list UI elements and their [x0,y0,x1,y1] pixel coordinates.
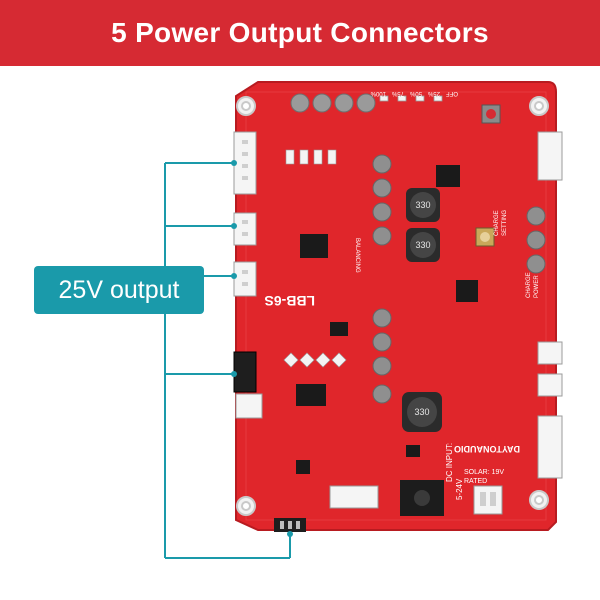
dc-barrel-jack [400,480,444,516]
svg-text:DC INPUT:: DC INPUT: [445,443,454,482]
title-banner: 5 Power Output Connectors [0,0,600,66]
svg-text:100%: 100% [370,90,386,96]
battery-level-leds [379,95,443,102]
svg-text:25%: 25% [427,90,440,96]
resistor-array [283,149,347,368]
pcb-board [235,81,557,531]
svg-text:75%: 75% [391,90,404,96]
bottom-connectors [274,485,379,532]
right-connectors [537,131,563,479]
svg-text:330: 330 [414,407,429,417]
voltage-callout: 25V output [34,266,204,314]
top-capacitors [290,93,376,113]
svg-text:RATED: RATED [464,478,487,485]
pcb-photo: 330 330 330 LBB-6S DAYTONAUDIO SOLAR: 19V … [164,81,563,559]
svg-text:330: 330 [415,240,430,250]
left-connectors [233,131,263,419]
svg-text:5-24V: 5-24V [455,478,464,500]
svg-text:330: 330 [415,200,430,210]
svg-text:BALANCING: BALANCING [354,238,360,273]
svg-text:DAYTONAUDIO: DAYTONAUDIO [454,444,520,454]
smd-capacitors [372,154,546,404]
svg-text:OFF: OFF [446,90,458,96]
mounting-holes [236,96,549,516]
svg-text:POWER: POWER [534,275,540,298]
left-connector-pins [242,140,248,286]
callout-label: 25V output [58,275,180,304]
silkscreen: LBB-6S DAYTONAUDIO SOLAR: 19V RATED DC I… [264,90,540,500]
smd-chips [296,165,478,474]
solar-connector [473,485,503,515]
svg-text:CHARGE: CHARGE [494,210,500,236]
power-button [481,104,501,124]
svg-text:SETTING: SETTING [502,210,508,236]
leader-dots [231,160,293,537]
charge-setting-dial [475,227,495,247]
banner-title: 5 Power Output Connectors [111,17,489,48]
svg-text:SOLAR: 19V: SOLAR: 19V [464,469,504,476]
power-inductors [402,188,442,432]
svg-text:50%: 50% [409,90,422,96]
svg-text:LBB-6S: LBB-6S [264,293,315,309]
leader-lines [164,162,291,559]
svg-text:CHARGE: CHARGE [526,272,532,298]
inductor-codes: 330 330 330 [414,200,430,417]
